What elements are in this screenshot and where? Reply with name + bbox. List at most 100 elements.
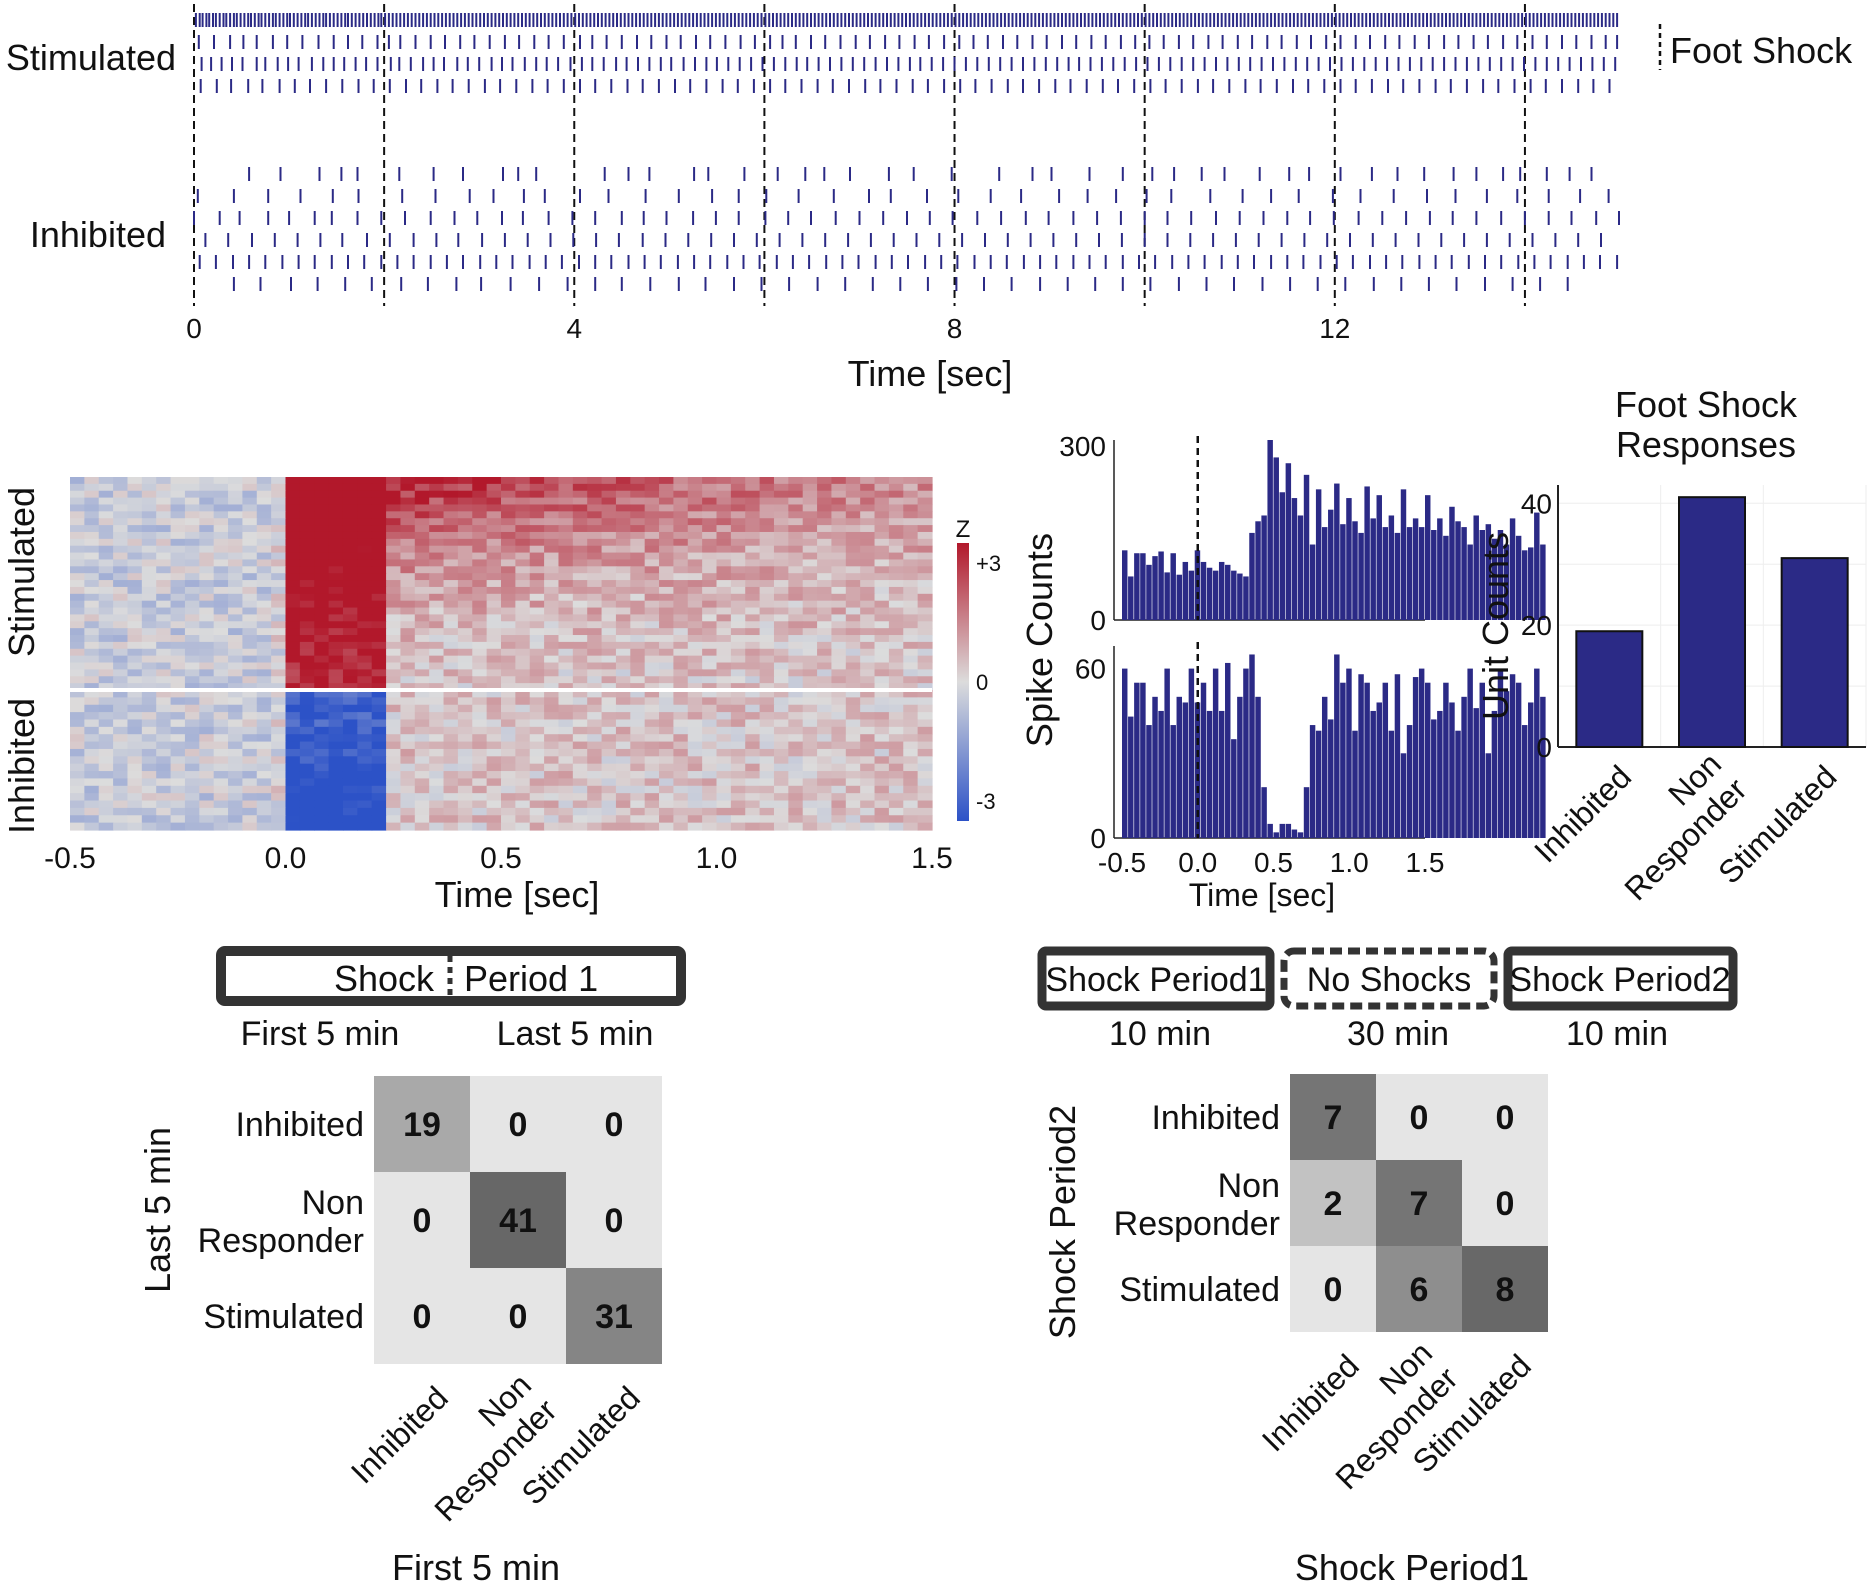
heatmap-cell: [328, 800, 344, 809]
heatmap-cell: [285, 600, 301, 609]
heatmap-cell: [213, 748, 229, 757]
heatmap-cell: [113, 518, 129, 526]
heatmap-cell: [213, 600, 229, 609]
heatmap-cell: [84, 648, 100, 657]
heatmap-cell: [615, 756, 631, 765]
heatmap-cell: [386, 518, 402, 526]
heatmap-cell: [472, 614, 488, 622]
heatmap-cell: [170, 586, 186, 595]
heatmap-cell: [615, 504, 631, 512]
heatmap-cell: [515, 593, 531, 602]
heatmap-cell: [242, 771, 258, 780]
heatmap-cell: [529, 793, 545, 802]
heatmap-cell: [716, 628, 732, 636]
heatmap-cell: [98, 621, 114, 629]
heatmap-cell: [70, 586, 85, 595]
heatmap-cell: [630, 756, 646, 765]
heatmap-group-label-inhibited: Inhibited: [1, 698, 42, 834]
heatmap-cell: [429, 697, 445, 706]
heatmap-cell: [386, 815, 402, 824]
heatmap-cell: [342, 676, 358, 684]
heatmap-cell: [587, 683, 603, 691]
heatmap-cell: [156, 800, 172, 809]
responses-y-tick-label: 40: [1521, 488, 1552, 519]
heatmap-cell: [242, 545, 258, 554]
heatmap-cell: [156, 641, 172, 650]
heatmap-cell: [472, 593, 488, 602]
heatmap-cell: [860, 614, 876, 622]
heatmap-cell: [903, 726, 919, 735]
heatmap-cell: [98, 669, 114, 677]
heatmap-cell: [673, 704, 689, 713]
heatmap-cell: [98, 697, 114, 706]
heatmap-cell: [357, 511, 373, 519]
psth-bar: [1388, 730, 1395, 838]
heatmap-cell: [443, 756, 459, 765]
heatmap-cell: [184, 778, 200, 787]
heatmap-cell: [386, 504, 402, 512]
heatmap-cell: [328, 538, 344, 547]
heatmap-cell: [831, 669, 847, 677]
heatmap-cell: [759, 822, 775, 831]
heatmap-cell: [903, 614, 919, 622]
heatmap-cell: [788, 800, 804, 809]
heatmap-cell: [184, 635, 200, 643]
heatmap-cell: [486, 763, 502, 772]
heatmap-cell: [414, 593, 430, 602]
heatmap-cell: [486, 662, 502, 670]
heatmap-cell: [687, 741, 703, 750]
heatmap-cell: [70, 676, 85, 684]
heatmap-cell: [730, 504, 746, 512]
heatmap-cell: [773, 655, 789, 664]
heatmap-cell: [127, 726, 143, 735]
heatmap-cell: [429, 531, 445, 540]
heatmap-cell: [156, 822, 172, 831]
psth-bar: [1528, 702, 1534, 838]
heatmap-cell: [457, 734, 473, 743]
heatmap-cell: [917, 497, 933, 506]
heatmap-cell: [644, 683, 660, 691]
heatmap-cell: [745, 586, 761, 595]
heatmap-cell: [386, 635, 402, 643]
heatmap-cell: [673, 525, 689, 533]
psth-bar: [1146, 725, 1152, 838]
heatmap-cell: [141, 669, 157, 677]
heatmap-cell: [773, 483, 789, 492]
heatmap-cell: [572, 614, 588, 622]
heatmap-cell: [400, 566, 416, 574]
heatmap-cell: [759, 641, 775, 650]
heatmap-cell: [429, 800, 445, 809]
heatmap-cell: [788, 763, 804, 772]
heatmap-cell: [213, 511, 229, 519]
heatmap-cell: [544, 586, 560, 595]
heatmap-cell: [242, 683, 258, 691]
heatmap-cell: [328, 504, 344, 512]
heatmap-cell: [515, 490, 531, 499]
psth-bar: [1376, 495, 1382, 620]
heatmap-cell: [615, 785, 631, 794]
heatmap-cell: [472, 807, 488, 816]
heatmap-cell: [745, 628, 761, 636]
heatmap-cell: [400, 531, 416, 540]
heatmap-cell: [141, 538, 157, 547]
heatmap-cell: [156, 726, 172, 735]
heatmap-cell: [788, 531, 804, 540]
heatmap-cell: [141, 756, 157, 765]
heatmap-cell: [730, 683, 746, 691]
heatmap-cell: [659, 771, 674, 780]
heatmap-cell: [529, 712, 545, 721]
heatmap-cell: [558, 573, 574, 581]
heatmap-cell: [730, 559, 746, 567]
heatmap-cell: [156, 586, 172, 595]
heatmap-cell: [141, 607, 157, 616]
heatmap-cell: [630, 573, 646, 581]
heatmap-cell: [515, 511, 531, 519]
heatmap-cell: [730, 734, 746, 743]
heatmap-cell: [414, 697, 430, 706]
heatmap-cell: [213, 586, 229, 595]
heatmap-cell: [673, 800, 689, 809]
heatmap-cell: [917, 712, 933, 721]
heatmap-cell: [113, 497, 129, 506]
heatmap-cell: [860, 690, 876, 698]
